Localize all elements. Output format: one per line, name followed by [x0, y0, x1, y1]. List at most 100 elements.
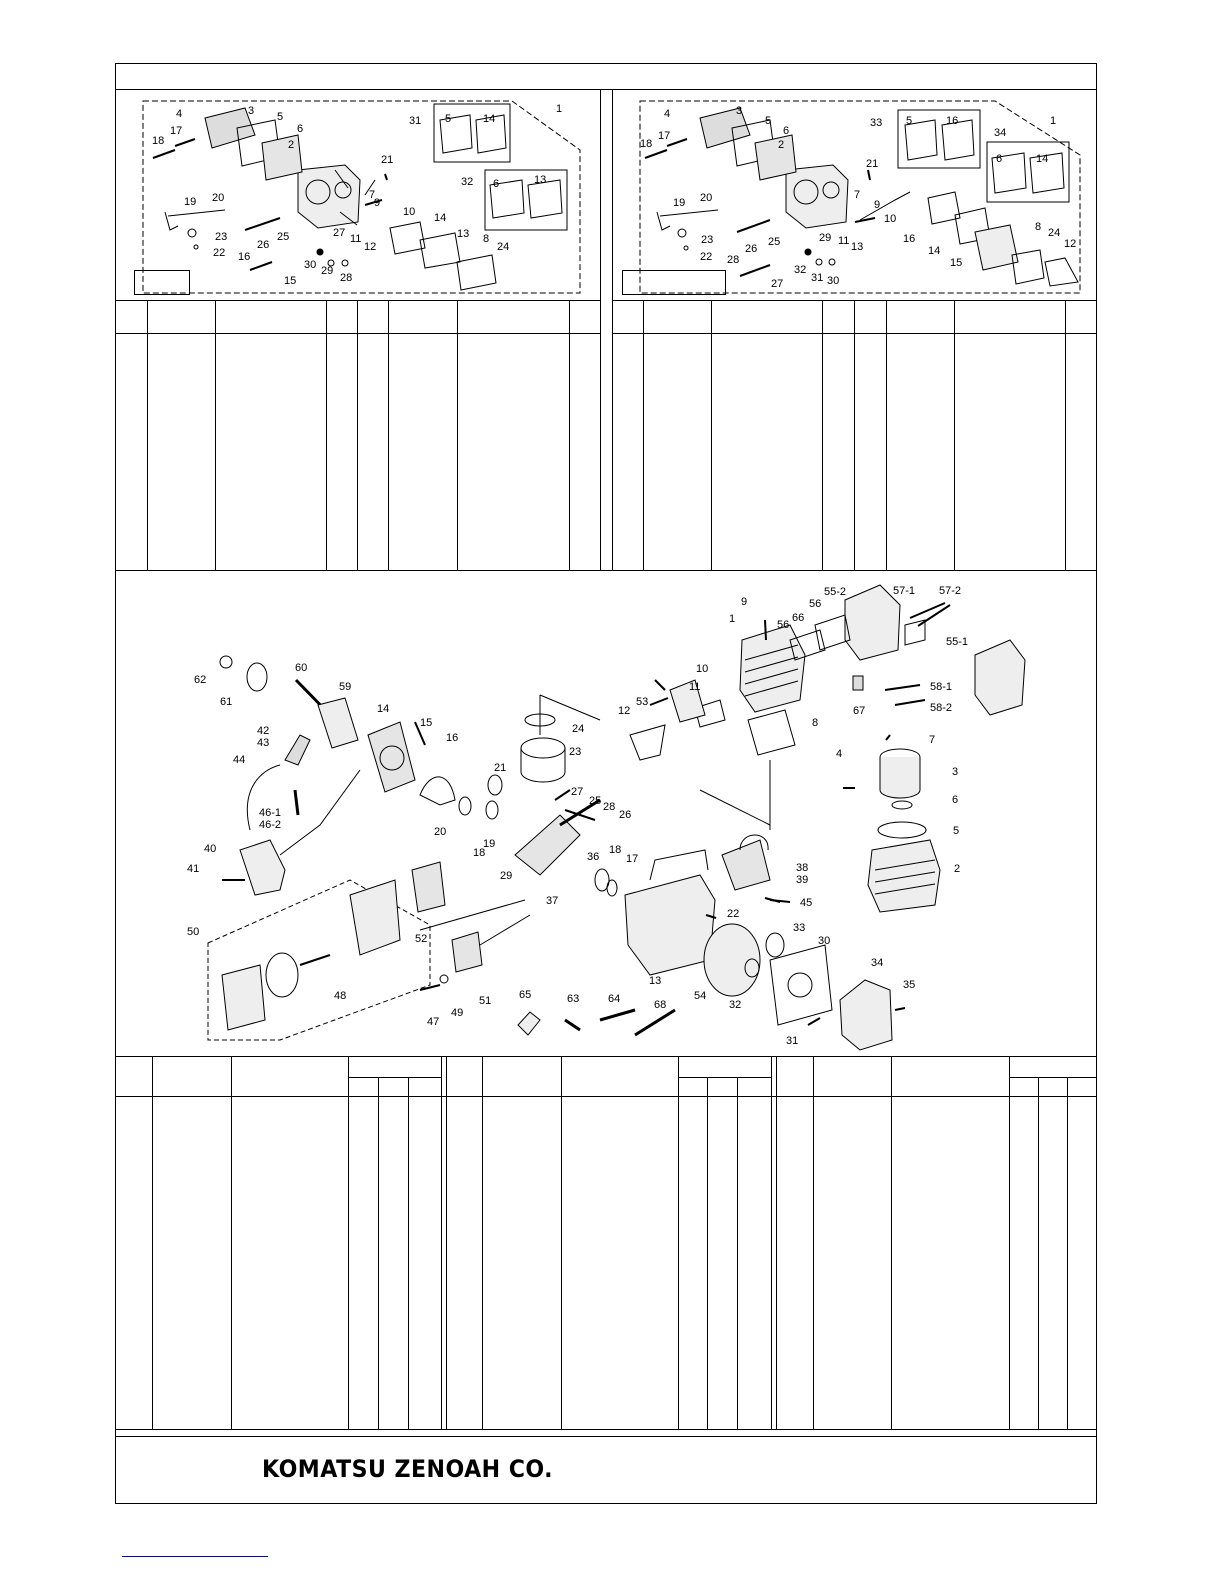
l1-col-3	[348, 1056, 349, 1429]
svg-text:11: 11	[689, 681, 700, 693]
svg-text:52: 52	[415, 933, 427, 945]
svg-text:58-1: 58-1	[930, 681, 952, 693]
svg-text:40: 40	[204, 843, 216, 855]
svg-text:14: 14	[434, 212, 446, 224]
svg-text:30: 30	[818, 935, 830, 947]
svg-text:5: 5	[277, 111, 283, 123]
ur-col-5	[886, 300, 887, 570]
svg-text:18: 18	[152, 135, 164, 147]
svg-text:20: 20	[434, 826, 446, 838]
svg-text:3: 3	[952, 766, 958, 778]
l2-subheader	[678, 1077, 771, 1078]
svg-text:65: 65	[519, 989, 531, 1001]
ul-col-5	[388, 300, 389, 570]
svg-text:29: 29	[321, 265, 333, 277]
svg-text:11: 11	[350, 233, 361, 245]
svg-text:21: 21	[381, 154, 393, 166]
svg-text:13: 13	[649, 975, 661, 987]
svg-text:36: 36	[587, 851, 599, 863]
l1-subheader	[348, 1077, 441, 1078]
svg-text:26: 26	[745, 243, 757, 255]
ur-col-6	[954, 300, 955, 570]
svg-text:9: 9	[874, 199, 880, 211]
svg-text:66: 66	[792, 612, 804, 624]
svg-text:28: 28	[340, 272, 352, 284]
svg-text:8: 8	[1035, 221, 1041, 233]
l3-col-1	[813, 1056, 814, 1429]
svg-text:19: 19	[184, 196, 196, 208]
svg-text:54: 54	[694, 990, 706, 1002]
svg-text:68: 68	[654, 999, 666, 1011]
svg-text:13: 13	[457, 228, 469, 240]
svg-text:11: 11	[838, 235, 849, 247]
svg-text:37: 37	[546, 895, 558, 907]
svg-text:16: 16	[903, 233, 915, 245]
svg-text:57-2: 57-2	[939, 585, 961, 597]
svg-text:18: 18	[609, 844, 621, 856]
svg-text:4: 4	[176, 108, 182, 120]
svg-text:55-2: 55-2	[824, 586, 846, 598]
svg-text:19: 19	[483, 838, 495, 850]
ur-col-3	[822, 300, 823, 570]
svg-text:22: 22	[213, 247, 225, 259]
svg-text:28: 28	[727, 254, 739, 266]
lower-table-split-1b	[446, 1056, 447, 1429]
svg-text:29: 29	[500, 870, 512, 882]
svg-text:23: 23	[569, 746, 581, 758]
svg-text:59: 59	[339, 681, 351, 693]
svg-text:23: 23	[215, 231, 227, 243]
svg-text:67: 67	[853, 705, 865, 717]
svg-text:6: 6	[297, 123, 303, 135]
svg-text:61: 61	[220, 696, 232, 708]
lower-table-header-line	[115, 1096, 1097, 1097]
svg-text:46-2: 46-2	[259, 819, 281, 831]
carburetor-left-label-box	[134, 270, 190, 295]
ur-col-4	[854, 300, 855, 570]
svg-text:50: 50	[187, 926, 199, 938]
ul-col-6	[457, 300, 458, 570]
svg-text:15: 15	[420, 717, 432, 729]
svg-text:7: 7	[369, 189, 375, 201]
svg-text:27: 27	[333, 227, 345, 239]
l3-col-4	[1038, 1077, 1039, 1429]
svg-text:20: 20	[212, 192, 224, 204]
ul-col-2	[215, 300, 216, 570]
brand-name: KOMATSU ZENOAH CO.	[262, 1455, 553, 1483]
svg-text:32: 32	[461, 176, 473, 188]
svg-text:41: 41	[187, 863, 199, 875]
svg-text:27: 27	[771, 278, 783, 290]
svg-text:33: 33	[793, 922, 805, 934]
svg-text:30: 30	[304, 259, 316, 271]
svg-text:31: 31	[409, 115, 421, 127]
svg-text:6: 6	[783, 125, 789, 137]
svg-text:1: 1	[1050, 115, 1056, 127]
svg-text:44: 44	[233, 754, 245, 766]
svg-text:12: 12	[364, 241, 376, 253]
svg-text:2: 2	[778, 139, 784, 151]
footer-divider	[115, 1429, 1097, 1430]
svg-text:15: 15	[284, 275, 296, 287]
svg-text:55-1: 55-1	[946, 636, 968, 648]
page-border	[115, 63, 1097, 1504]
upper-section-divider	[115, 570, 1097, 571]
svg-text:17: 17	[626, 853, 638, 865]
bottom-link-underline[interactable]	[122, 1556, 268, 1557]
lower-table-split-2b	[776, 1056, 777, 1429]
svg-text:51: 51	[479, 995, 491, 1007]
svg-text:30: 30	[827, 275, 839, 287]
svg-text:20: 20	[700, 192, 712, 204]
svg-text:60: 60	[295, 662, 307, 674]
lower-section-divider	[115, 1056, 1097, 1057]
l2-col-1	[482, 1056, 483, 1429]
svg-text:58-2: 58-2	[930, 702, 952, 714]
svg-text:25: 25	[768, 236, 780, 248]
svg-text:4: 4	[664, 108, 670, 120]
svg-text:24: 24	[497, 241, 509, 253]
svg-text:1: 1	[556, 103, 562, 115]
ur-col-2	[711, 300, 712, 570]
svg-text:8: 8	[483, 233, 489, 245]
svg-text:14: 14	[928, 245, 940, 257]
